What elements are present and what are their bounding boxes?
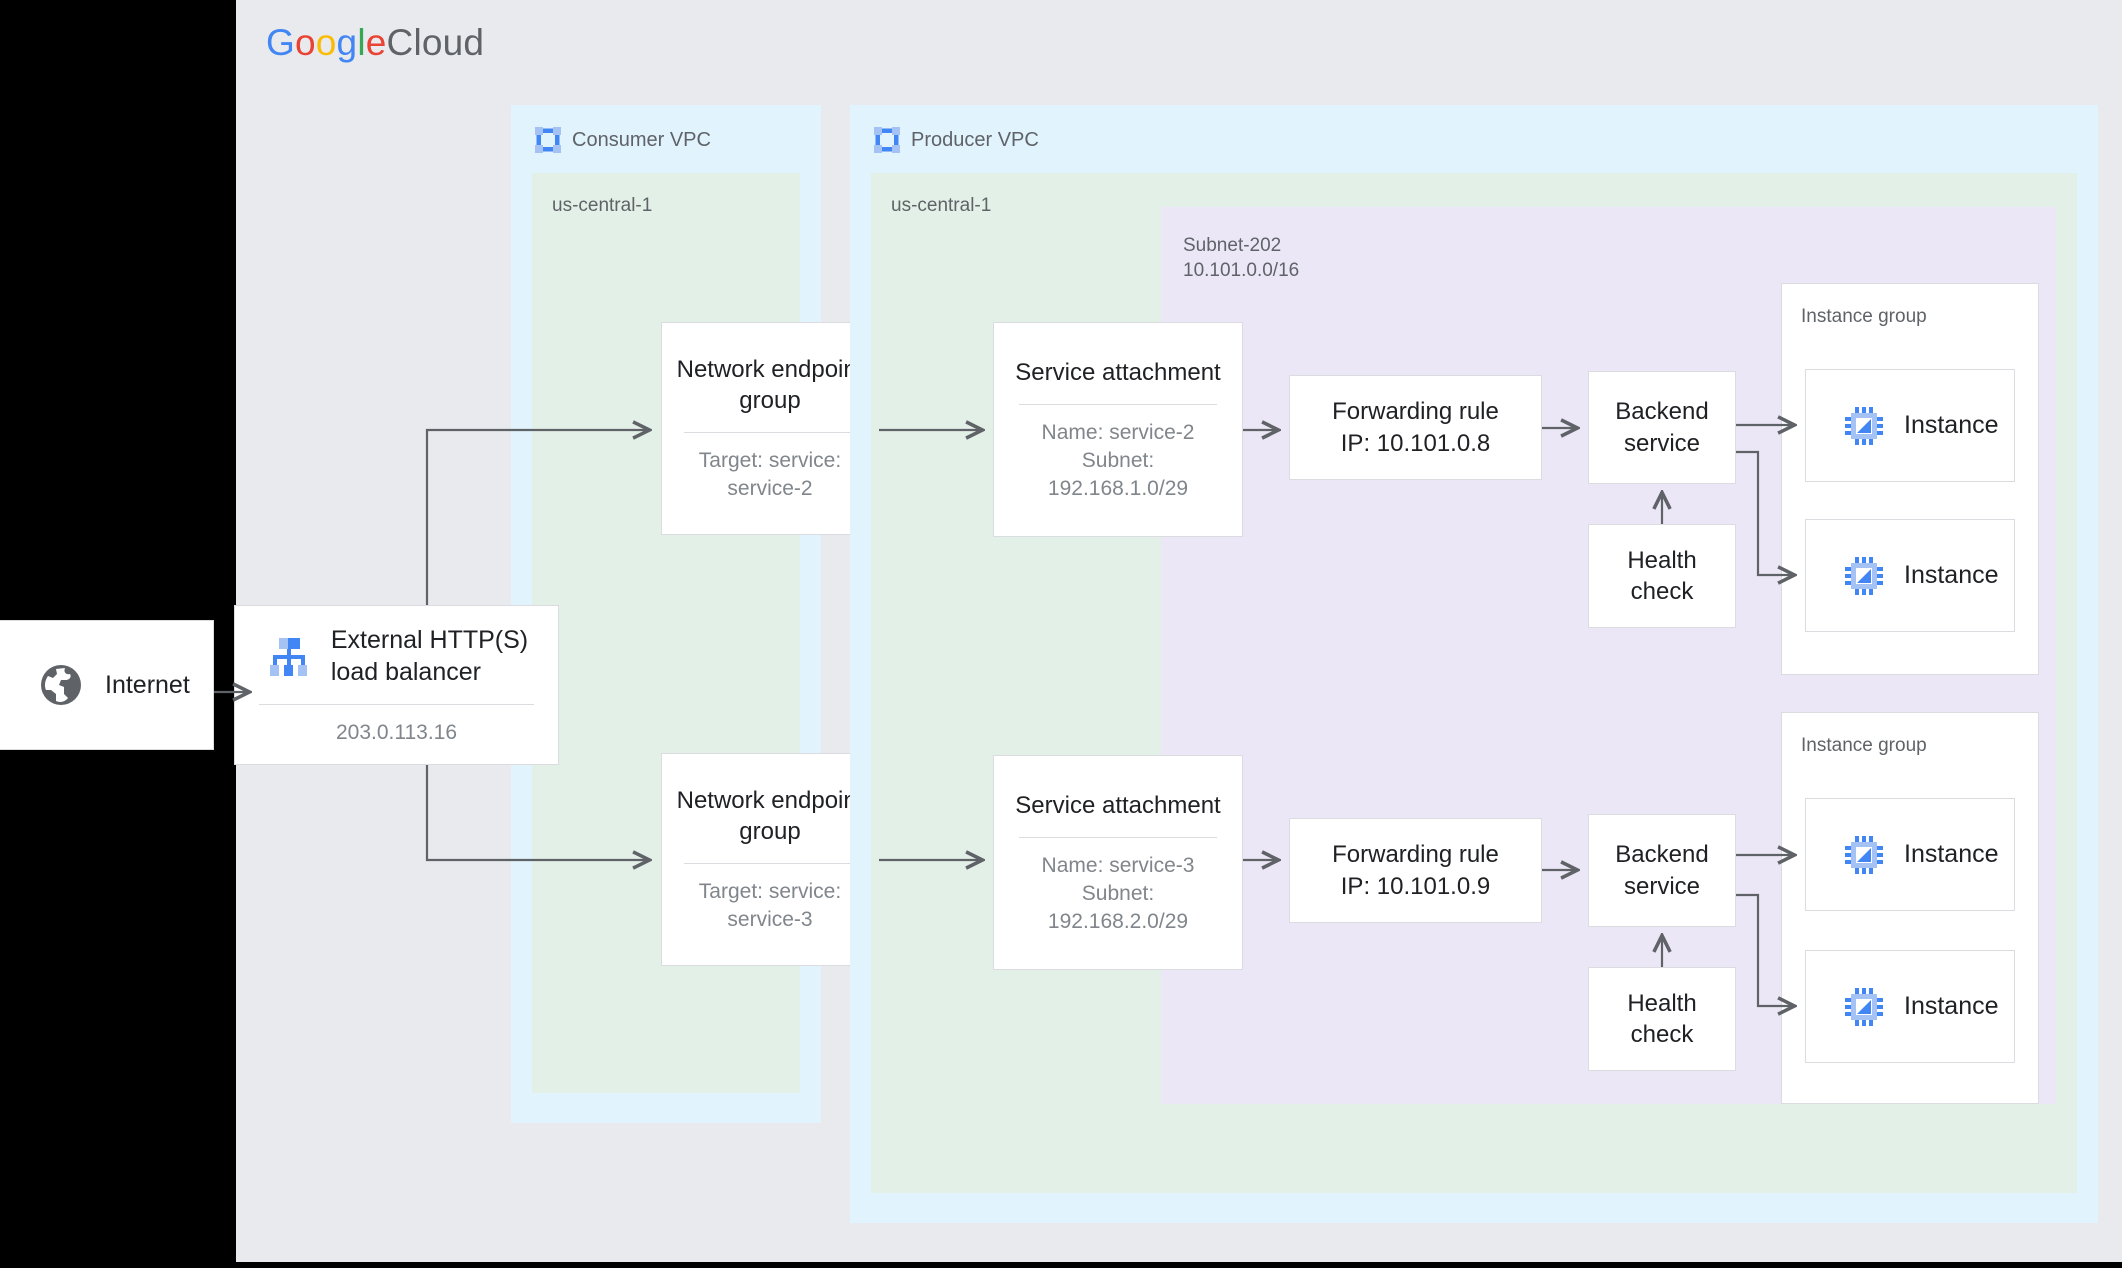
instance-chip-icon	[1845, 835, 1883, 874]
service-attachment-2[interactable]: Service attachment Name: service-3 Subne…	[993, 755, 1243, 970]
network-endpoint-group-1[interactable]: Network endpoint group Target: service: …	[661, 322, 879, 535]
producer-vpc-title: Producer VPC	[911, 128, 1039, 151]
consumer-region-label: us-central-1	[552, 195, 653, 216]
instance-group-1-label: Instance group	[1801, 306, 1927, 327]
external-http-load-balancer[interactable]: External HTTP(S) load balancer 203.0.113…	[234, 605, 559, 765]
service-attachment-2-divider	[1018, 836, 1218, 838]
vpc-icon	[535, 127, 561, 153]
logo-letter-o1: o	[294, 22, 316, 63]
logo-word-cloud: Cloud	[386, 22, 485, 63]
google-cloud-logo: Google Cloud	[266, 22, 484, 64]
consumer-vpc-title: Consumer VPC	[572, 128, 711, 151]
instance-2-2[interactable]: Instance	[1805, 950, 2015, 1063]
logo-letter-g2: g	[336, 22, 358, 63]
logo-letter-l: l	[357, 22, 366, 63]
load-balancer-ip: 203.0.113.16	[335, 720, 458, 744]
service-attachment-2-title: Service attachment	[1015, 791, 1221, 819]
vpc-icon	[874, 127, 900, 153]
logo-letter-o2: o	[315, 22, 337, 63]
instance-2-1-label: Instance	[1904, 840, 1999, 868]
service-attachment-1[interactable]: Service attachment Name: service-2 Subne…	[993, 322, 1243, 537]
neg-2-divider	[683, 863, 857, 865]
service-attachment-2-details: Name: service-3 Subnet: 192.168.2.0/29	[1041, 853, 1195, 933]
subnet-label: Subnet-202 10.101.0.0/16	[1183, 235, 1300, 282]
neg-2-title: Network endpoint group	[676, 786, 864, 846]
load-balancer-row: External HTTP(S) load balancer	[239, 624, 554, 688]
instance-1-2[interactable]: Instance	[1805, 519, 2015, 632]
instance-1-1-label: Instance	[1904, 411, 1999, 439]
instance-2-2-label: Instance	[1904, 992, 1999, 1020]
instance-chip-icon	[1845, 406, 1883, 445]
neg-1-title: Network endpoint group	[676, 355, 864, 415]
logo-letter-e: e	[365, 22, 387, 63]
internet-node[interactable]: Internet	[0, 620, 214, 750]
instance-1-1[interactable]: Instance	[1805, 369, 2015, 482]
backend-service-1[interactable]: Backend service	[1588, 371, 1736, 484]
service-attachment-1-details: Name: service-2 Subnet: 192.168.1.0/29	[1041, 420, 1195, 500]
logo-letter-g1: G	[266, 22, 295, 63]
forwarding-rule-2[interactable]: Forwarding rule IP: 10.101.0.9	[1289, 818, 1542, 923]
globe-icon	[41, 665, 81, 705]
consumer-vpc-header: Consumer VPC	[535, 127, 711, 153]
neg-1-target: Target: service: service-2	[698, 449, 842, 501]
load-balancer-icon	[269, 637, 307, 676]
backend-service-2[interactable]: Backend service	[1588, 814, 1736, 927]
neg-1-divider	[683, 432, 857, 434]
diagram-canvas: Google Cloud Consumer VPC us-central-1	[234, 0, 2122, 1262]
service-attachment-1-title: Service attachment	[1015, 358, 1221, 386]
load-balancer-divider	[259, 703, 534, 705]
producer-region-label: us-central-1	[891, 195, 992, 216]
producer-vpc-header: Producer VPC	[874, 127, 1039, 153]
forwarding-rule-1[interactable]: Forwarding rule IP: 10.101.0.8	[1289, 375, 1542, 480]
health-check-2[interactable]: Health check	[1588, 967, 1736, 1071]
internet-label: Internet	[105, 670, 190, 699]
network-endpoint-group-2[interactable]: Network endpoint group Target: service: …	[661, 753, 879, 966]
instance-1-2-label: Instance	[1904, 561, 1999, 589]
instance-chip-icon	[1845, 987, 1883, 1026]
instance-group-2-label: Instance group	[1801, 735, 1927, 756]
instance-chip-icon	[1845, 556, 1883, 595]
load-balancer-title: External HTTP(S) load balancer	[330, 625, 529, 686]
health-check-1[interactable]: Health check	[1588, 524, 1736, 628]
neg-2-target: Target: service: service-3	[698, 880, 842, 932]
service-attachment-1-divider	[1018, 403, 1218, 405]
instance-2-1[interactable]: Instance	[1805, 798, 2015, 911]
